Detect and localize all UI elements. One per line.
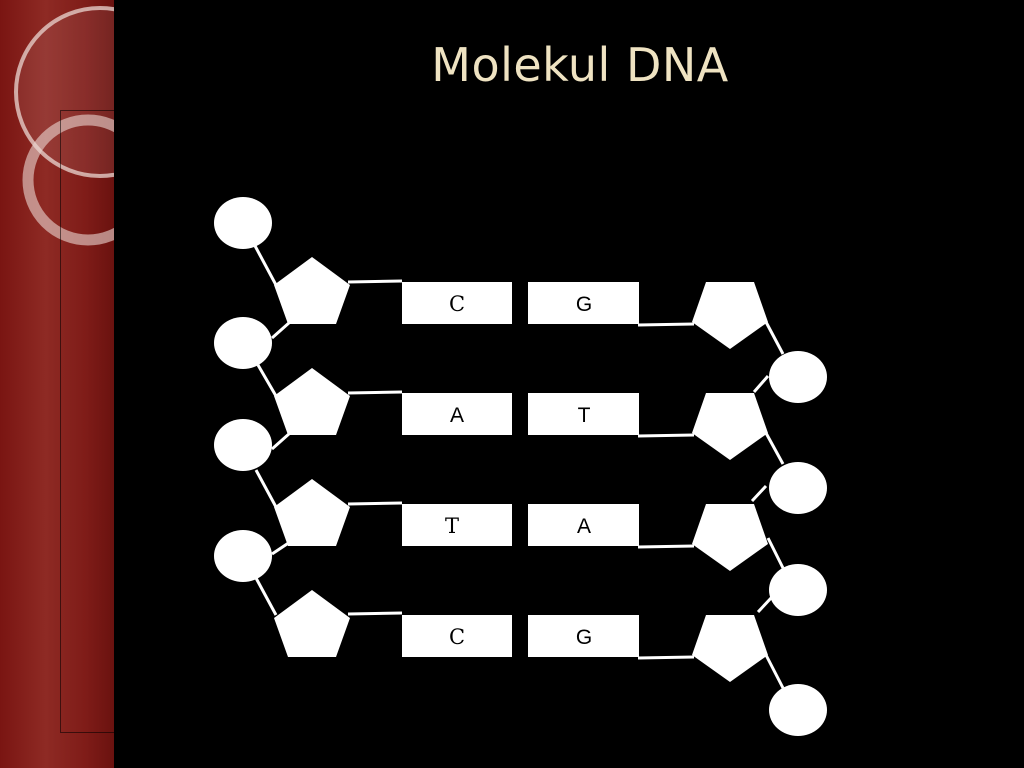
base-label-right: T [578, 404, 591, 427]
sugar-base-bond [637, 322, 695, 327]
phosphate-circle [769, 351, 827, 403]
backbone-line [254, 577, 278, 616]
backbone-line [271, 320, 291, 340]
phosphate-circle [214, 419, 272, 471]
sugar-pentagon [274, 257, 350, 324]
sugar-base-bond [637, 655, 695, 660]
phosphate-circle [769, 564, 827, 616]
sugar-pentagon [692, 504, 768, 571]
base-box-left [402, 393, 512, 435]
sugar-base-bond [347, 501, 403, 506]
sugar-base-bond [347, 279, 403, 284]
backbone-line [752, 375, 770, 393]
base-box-left [402, 615, 512, 657]
backbone-line [764, 654, 785, 689]
base-box-left [402, 504, 512, 546]
base-label-left: C [449, 625, 465, 649]
base-box-right [528, 504, 639, 546]
left-sugars [274, 257, 350, 657]
sugar-pentagon [692, 393, 768, 460]
backbone-line [766, 537, 785, 569]
sugar-base-bond [637, 433, 695, 438]
right-sugars [692, 282, 768, 682]
sugar-pentagon [274, 479, 350, 546]
base-label-left: A [450, 404, 464, 427]
backbone-line [756, 595, 774, 614]
sugar-pentagon [274, 368, 350, 435]
sugar-base-bond [347, 390, 403, 395]
phosphate-circle [769, 462, 827, 514]
base-box-right [528, 615, 639, 657]
decorative-circle-ring [22, 114, 114, 246]
base-box-right [528, 393, 639, 435]
sugar-base-bond [637, 544, 695, 549]
backbone-line [764, 432, 785, 465]
backbone-line [271, 431, 291, 451]
decorative-circle-large [14, 6, 114, 178]
right-phosphates [769, 351, 827, 736]
sugar-pentagon [692, 615, 768, 682]
phosphate-circle [214, 197, 272, 249]
base-box-left [402, 282, 512, 324]
decorative-circles [14, 6, 114, 733]
slide-title: Molekul DNA [431, 38, 729, 92]
backbone-line [764, 321, 785, 355]
phosphate-circle [214, 317, 272, 369]
base-label-right: G [576, 293, 592, 316]
base-label-left: T [445, 514, 459, 538]
connector-lines [252, 243, 785, 689]
backbone-line [271, 540, 291, 556]
backbone-line [252, 243, 278, 286]
phosphate-circle [769, 684, 827, 736]
base-labels: C G A T T A C G [445, 292, 592, 649]
base-boxes [402, 282, 639, 657]
phosphate-circle [214, 530, 272, 582]
base-label-right: A [577, 515, 591, 538]
sugar-pentagon [692, 282, 768, 349]
decorative-frame-line [60, 110, 114, 733]
base-label-right: G [576, 626, 592, 649]
left-phosphates [214, 197, 272, 582]
backbone-line [256, 364, 278, 397]
sugar-base-bond [347, 611, 403, 616]
backbone-line [750, 484, 768, 503]
base-box-right [528, 282, 639, 324]
sugar-pentagon [274, 590, 350, 657]
side-decoration-panel [0, 0, 114, 768]
backbone-line [254, 469, 278, 508]
base-label-left: C [449, 292, 465, 316]
